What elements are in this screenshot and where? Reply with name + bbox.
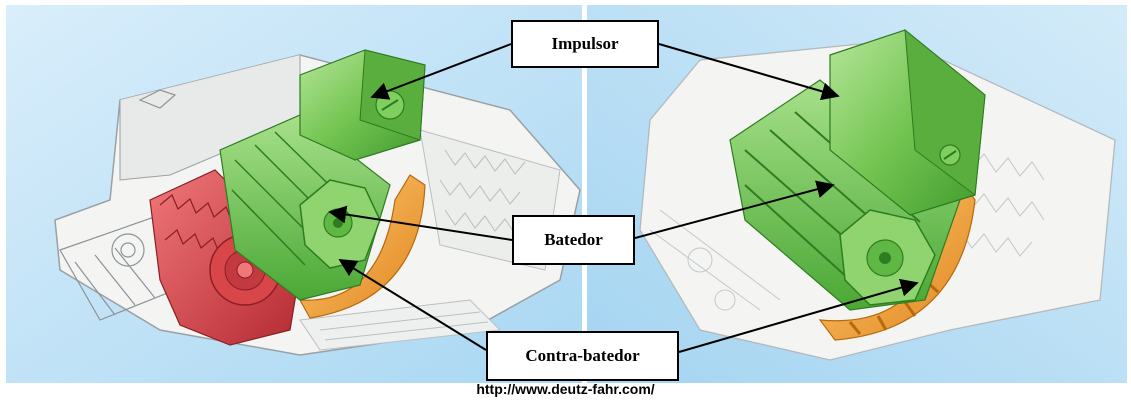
concave-orange-left: [298, 174, 426, 319]
callout-arrows: [328, 43, 919, 353]
arrow-batedor-right: [634, 180, 835, 239]
arrow-impulsor-left: [370, 43, 512, 100]
arrow-impulsor-right: [658, 43, 840, 101]
batedor-label: Batedor: [512, 215, 635, 265]
arrow-contra-left: [338, 259, 487, 351]
drive-box-green-left: [299, 49, 426, 161]
impulsor-label: Impulsor: [511, 20, 659, 68]
arrow-contra-right: [678, 278, 919, 353]
source-url: http://www.deutz-fahr.com/: [476, 381, 655, 397]
drive-box-green-right: [829, 28, 986, 216]
beater-green-left: [219, 114, 391, 301]
left-illustration-panel: [6, 5, 582, 383]
contra-batedor-label: Contra-batedor: [486, 331, 679, 381]
arrow-batedor-left: [328, 205, 513, 241]
right-illustration-panel: [587, 5, 1127, 383]
